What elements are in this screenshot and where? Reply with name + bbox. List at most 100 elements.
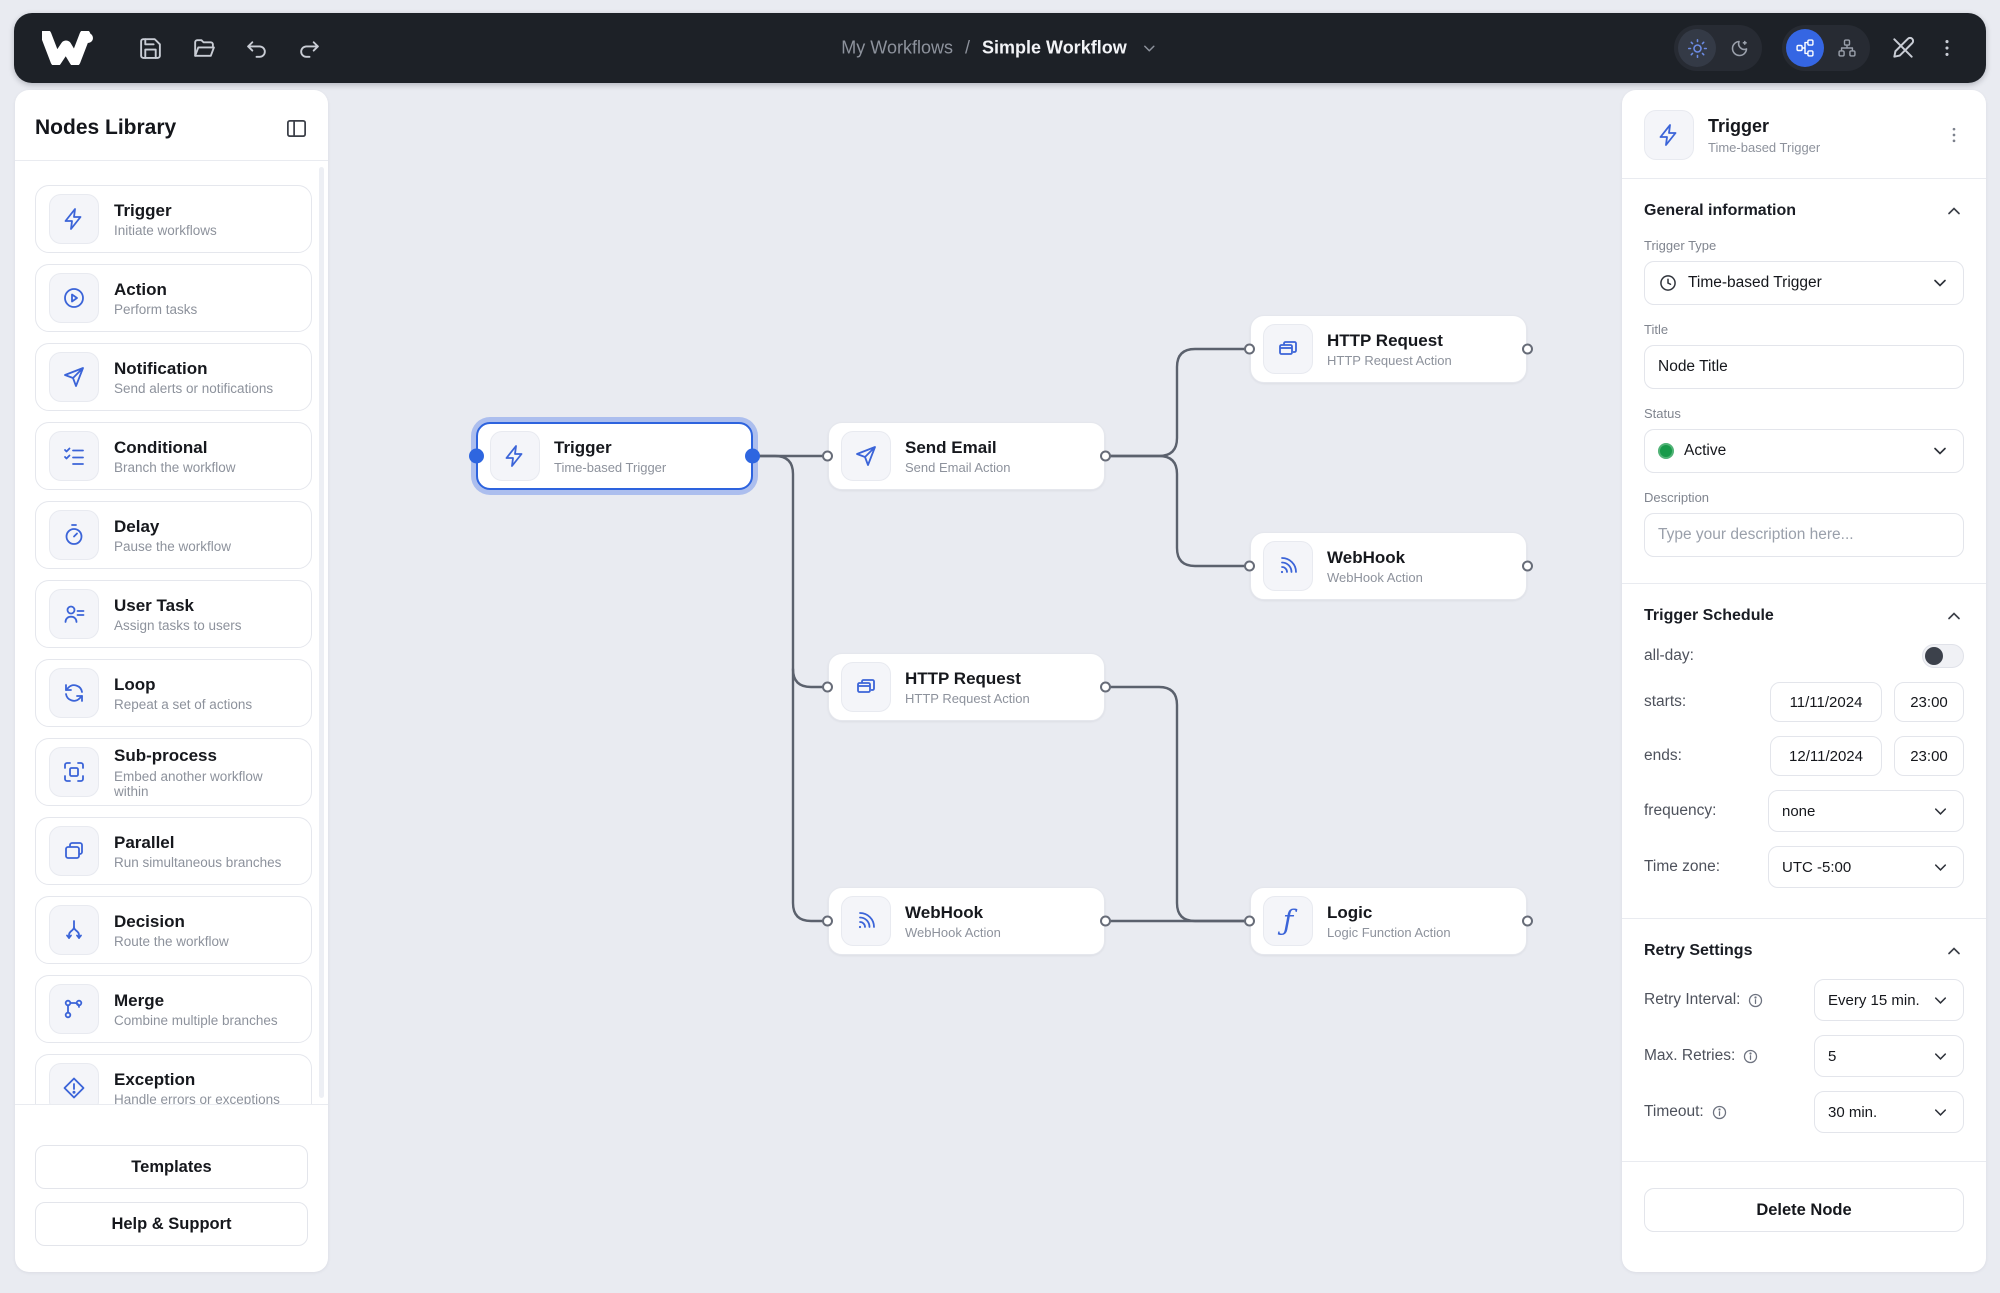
info-icon[interactable] <box>1747 992 1764 1009</box>
output-port[interactable] <box>1100 681 1111 693</box>
max-retries-value: 5 <box>1828 1047 1837 1065</box>
chevron-down-icon[interactable] <box>1141 39 1159 57</box>
starts-date-input[interactable]: 11/11/2024 <box>1770 682 1882 722</box>
help-support-button[interactable]: Help & Support <box>35 1202 308 1246</box>
frequency-select[interactable]: none <box>1768 790 1964 832</box>
input-port[interactable] <box>469 448 484 464</box>
node-send-email[interactable]: Send Email Send Email Action <box>822 422 1111 490</box>
node-title: HTTP Request <box>1327 330 1443 350</box>
library-item-action[interactable]: Action Perform tasks <box>35 264 312 332</box>
clock-icon <box>1658 273 1678 293</box>
folder-open-icon[interactable] <box>191 36 216 61</box>
timeout-value: 30 min. <box>1828 1103 1878 1121</box>
item-description: Combine multiple branches <box>114 1013 278 1029</box>
timezone-select[interactable]: UTC -5:00 <box>1768 846 1964 888</box>
node-webhook-top[interactable]: WebHook WebHook Action <box>1244 532 1533 600</box>
item-label: Action <box>114 279 167 299</box>
input-port[interactable] <box>822 915 833 927</box>
output-port[interactable] <box>1100 915 1111 927</box>
timeout-select[interactable]: 30 min. <box>1814 1091 1964 1133</box>
library-item-loop[interactable]: Loop Repeat a set of actions <box>35 659 312 727</box>
library-item-sub-process[interactable]: Sub-process Embed another workflow withi… <box>35 738 312 806</box>
status-select[interactable]: Active <box>1644 429 1964 473</box>
browser-windows-icon <box>841 662 891 712</box>
chevron-down-icon <box>1931 858 1950 877</box>
info-icon[interactable] <box>1711 1104 1728 1121</box>
ends-time-input[interactable]: 23:00 <box>1894 736 1964 776</box>
delete-node-button[interactable]: Delete Node <box>1644 1188 1964 1232</box>
item-description: Route the workflow <box>114 934 229 950</box>
save-icon[interactable] <box>138 36 163 61</box>
inspector-title: Trigger <box>1708 115 1770 136</box>
item-label: Sub-process <box>114 746 217 766</box>
collapse-panel-icon[interactable] <box>285 117 308 140</box>
timezone-value: UTC -5:00 <box>1782 858 1852 876</box>
item-description: Branch the workflow <box>114 460 236 476</box>
chevron-up-icon[interactable] <box>1944 606 1964 626</box>
timeout-label: Timeout: <box>1644 1103 1704 1120</box>
breadcrumb-parent[interactable]: My Workflows <box>841 37 953 58</box>
item-description: Run simultaneous branches <box>114 855 282 871</box>
library-item-delay[interactable]: Delay Pause the workflow <box>35 501 312 569</box>
chevron-up-icon[interactable] <box>1944 201 1964 221</box>
library-item-merge[interactable]: Merge Combine multiple branches <box>35 975 312 1043</box>
send-icon <box>49 352 99 402</box>
title-input[interactable] <box>1644 345 1964 389</box>
node-subtitle: Time-based Trigger <box>554 460 667 476</box>
frame-icon <box>49 747 99 797</box>
sun-icon[interactable] <box>1678 29 1716 67</box>
input-port[interactable] <box>1244 560 1255 572</box>
node-webhook-bottom[interactable]: WebHook WebHook Action <box>822 887 1111 955</box>
trigger-type-label: Trigger Type <box>1644 238 1717 253</box>
library-item-decision[interactable]: Decision Route the workflow <box>35 896 312 964</box>
templates-button[interactable]: Templates <box>35 1145 308 1189</box>
item-label: Parallel <box>114 832 175 852</box>
library-item-parallel[interactable]: Parallel Run simultaneous branches <box>35 817 312 885</box>
retry-interval-select[interactable]: Every 15 min. <box>1814 979 1964 1021</box>
list-checks-icon <box>49 431 99 481</box>
kebab-menu-icon[interactable] <box>1944 125 1964 145</box>
sidebar-scrollbar[interactable] <box>319 167 324 1098</box>
node-title: Send Email <box>905 437 997 457</box>
description-input[interactable] <box>1644 513 1964 557</box>
all-day-toggle[interactable] <box>1922 644 1964 668</box>
split-icon <box>49 905 99 955</box>
node-trigger[interactable]: Trigger Time-based Trigger <box>469 422 760 490</box>
moon-icon[interactable] <box>1720 29 1758 67</box>
input-port[interactable] <box>822 450 833 462</box>
library-item-exception[interactable]: Exception Handle errors or exceptions <box>35 1054 312 1104</box>
node-subtitle: WebHook Action <box>1327 570 1423 586</box>
vertical-tree-icon[interactable] <box>1828 29 1866 67</box>
library-item-notification[interactable]: Notification Send alerts or notification… <box>35 343 312 411</box>
input-port[interactable] <box>822 681 833 693</box>
library-item-trigger[interactable]: Trigger Initiate workflows <box>35 185 312 253</box>
kebab-menu-icon[interactable] <box>1936 37 1958 59</box>
node-title: HTTP Request <box>905 668 1021 688</box>
output-port[interactable] <box>1522 560 1533 572</box>
input-port[interactable] <box>1244 915 1255 927</box>
all-day-label: all-day: <box>1644 647 1694 664</box>
info-icon[interactable] <box>1742 1048 1759 1065</box>
output-port[interactable] <box>1522 915 1533 927</box>
library-item-conditional[interactable]: Conditional Branch the workflow <box>35 422 312 490</box>
node-http-request-middle[interactable]: HTTP Request HTTP Request Action <box>822 653 1111 721</box>
output-port[interactable] <box>745 448 760 464</box>
library-item-user-task[interactable]: User Task Assign tasks to users <box>35 580 312 648</box>
node-logic[interactable]: ƒ Logic Logic Function Action <box>1244 887 1533 955</box>
chevron-up-icon[interactable] <box>1944 941 1964 961</box>
node-http-request-top[interactable]: HTTP Request HTTP Request Action <box>1244 315 1533 383</box>
horizontal-tree-icon[interactable] <box>1786 29 1824 67</box>
breadcrumb-current[interactable]: Simple Workflow <box>982 37 1127 58</box>
trigger-type-select[interactable]: Time-based Trigger <box>1644 261 1964 305</box>
starts-time-input[interactable]: 23:00 <box>1894 682 1964 722</box>
input-port[interactable] <box>1244 343 1255 355</box>
item-label: User Task <box>114 595 195 615</box>
undo-icon[interactable] <box>244 36 269 61</box>
output-port[interactable] <box>1522 343 1533 355</box>
pen-off-icon[interactable] <box>1890 35 1916 61</box>
ends-date-input[interactable]: 12/11/2024 <box>1770 736 1882 776</box>
redo-icon[interactable] <box>297 36 322 61</box>
max-retries-select[interactable]: 5 <box>1814 1035 1964 1077</box>
output-port[interactable] <box>1100 450 1111 462</box>
node-inspector-panel: Trigger Time-based Trigger General infor… <box>1622 90 1986 1272</box>
